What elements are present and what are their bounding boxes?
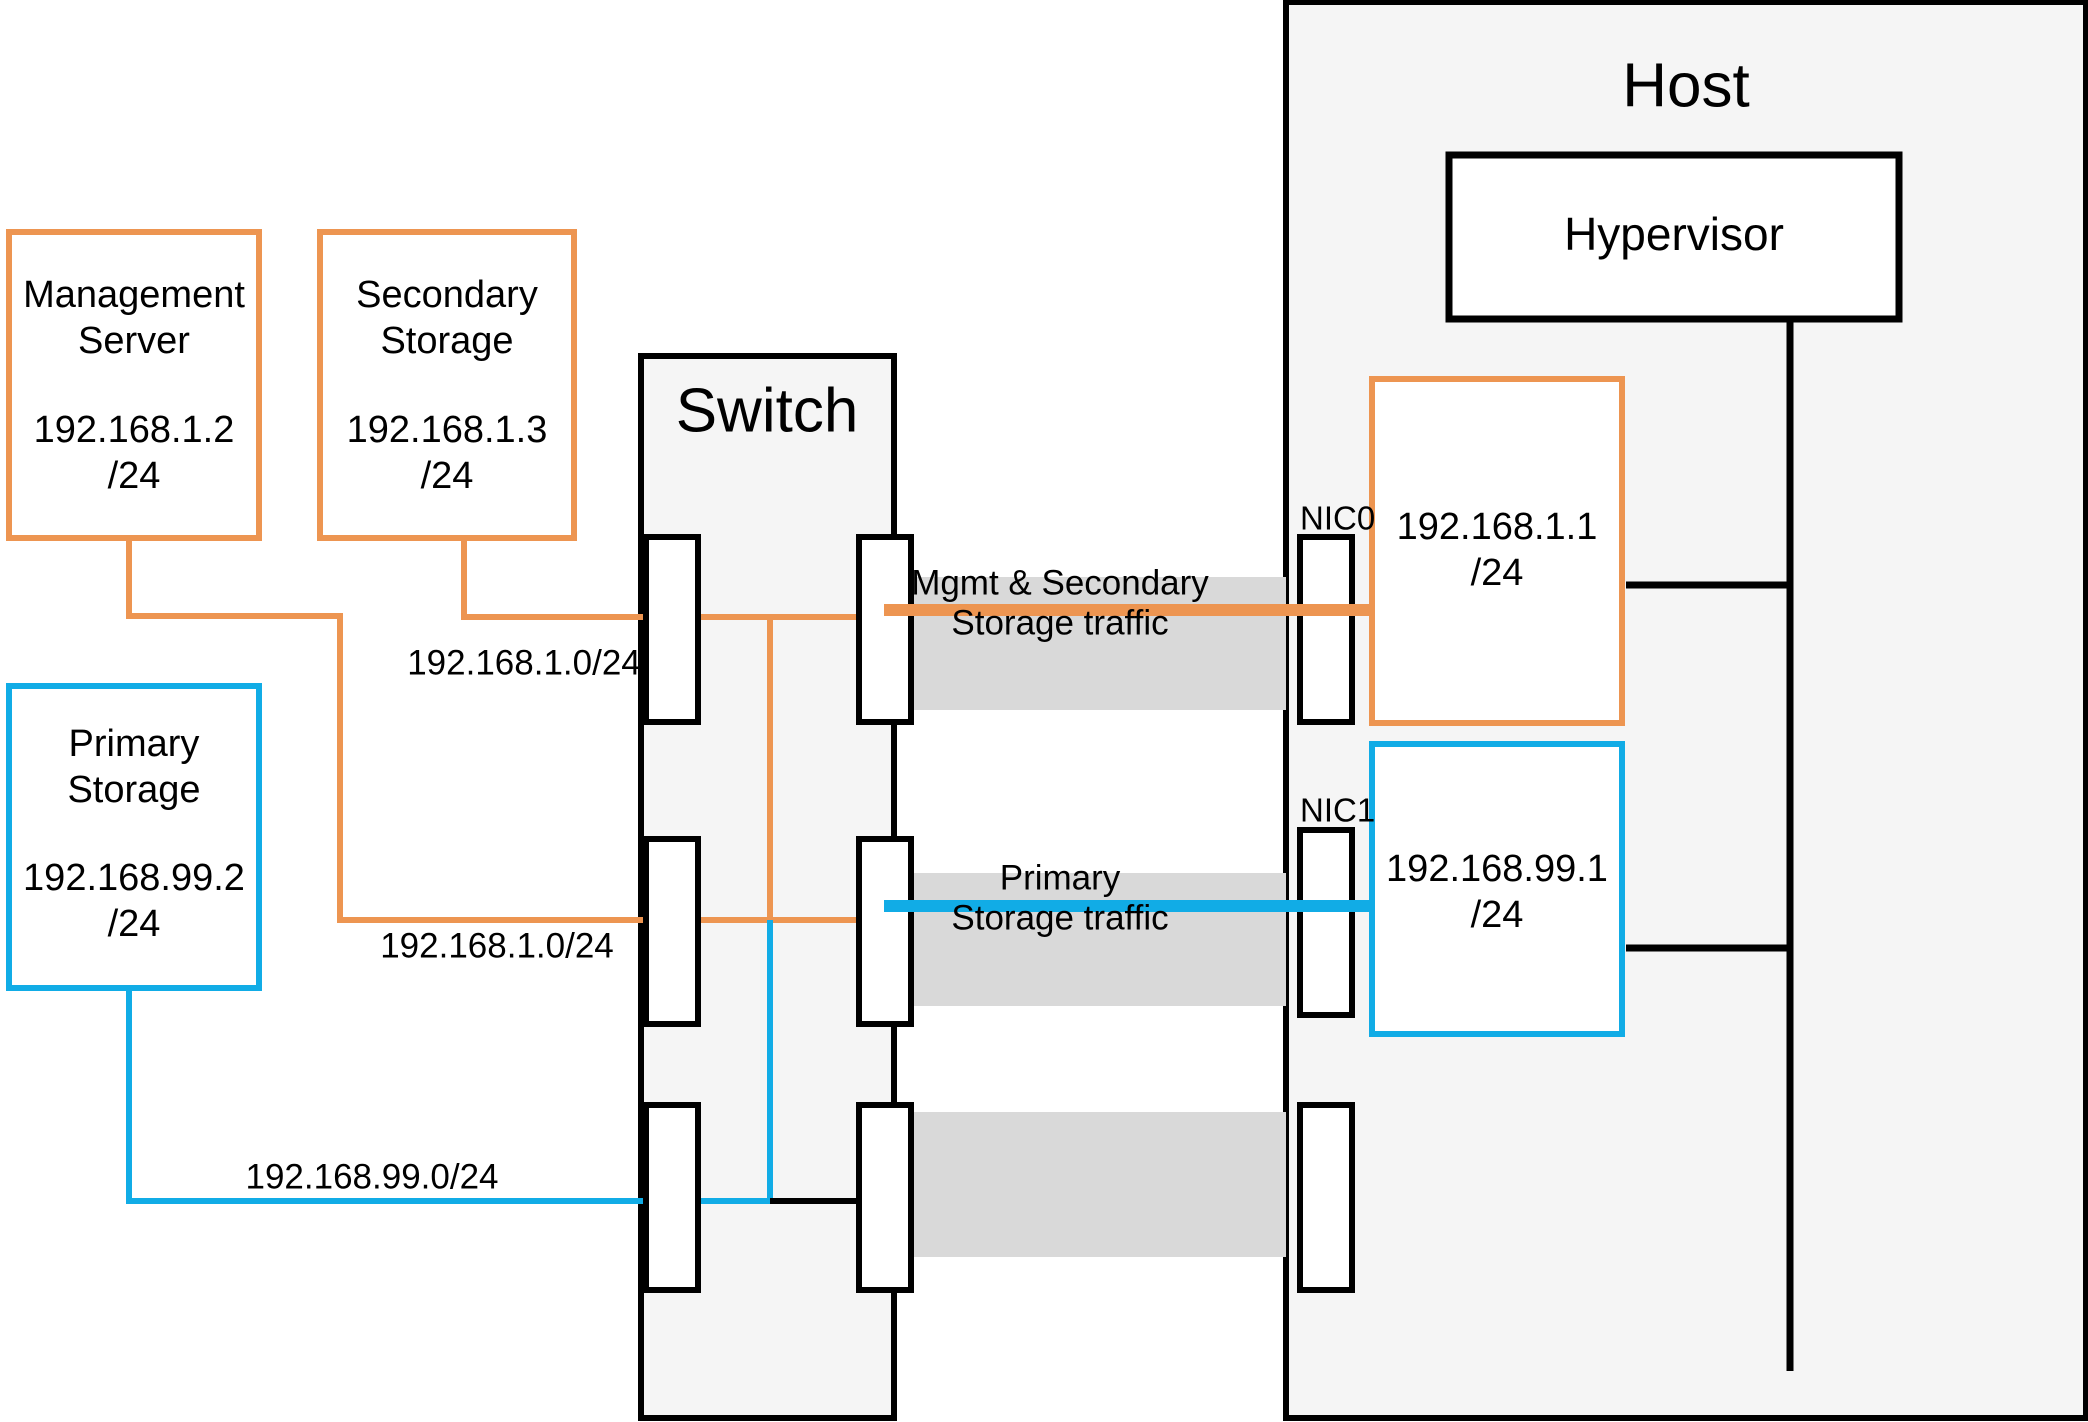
- management-server-box[interactable]: [6, 229, 262, 541]
- traffic-label-primary-line2: Storage traffic: [951, 898, 1168, 937]
- nic0-ip-line1: 192.168.1.1: [1397, 506, 1598, 548]
- switch-title: Switch: [676, 376, 859, 445]
- traffic-label-primary-line1: Primary: [1000, 858, 1121, 897]
- host-nic-port-2[interactable]: [1297, 1102, 1355, 1293]
- secondary-storage-ip-line1: 192.168.1.3: [347, 409, 548, 451]
- traffic-band-mgmt: [894, 577, 1286, 710]
- subnet-label-3: 192.168.99.0/24: [245, 1157, 498, 1196]
- switch-port-left-3[interactable]: [643, 1102, 701, 1293]
- switch-port-right-1[interactable]: [856, 534, 914, 725]
- primary-storage-ip-line1: 192.168.99.2: [23, 857, 245, 899]
- nic0-ip-line2: /24: [1471, 552, 1524, 594]
- host-nic-port-1[interactable]: [1297, 827, 1355, 1018]
- hypervisor-box[interactable]: [1445, 151, 1903, 323]
- switch-port-right-3[interactable]: [856, 1102, 914, 1293]
- traffic-label-mgmt-line1: Mgmt & Secondary: [911, 563, 1209, 602]
- management-server-ip-line1: 192.168.1.2: [34, 409, 235, 451]
- primary-storage-label-line1: Primary: [69, 723, 200, 765]
- management-server-label-line1: Management: [23, 274, 245, 316]
- secondary-storage-box[interactable]: [317, 229, 577, 541]
- primary-storage-label-line2: Storage: [67, 769, 200, 811]
- secondary-storage-label-line1: Secondary: [356, 274, 538, 316]
- nic1-ip-line2: /24: [1471, 894, 1524, 936]
- nic0-ip-box[interactable]: [1369, 376, 1625, 726]
- cable-primary-storage: [126, 988, 651, 1204]
- subnet-label-1: 192.168.1.0/24: [407, 643, 641, 682]
- host-nic-port-0[interactable]: [1297, 534, 1355, 725]
- nic1-ip-box[interactable]: [1369, 741, 1625, 1037]
- management-server-ip-line2: /24: [108, 455, 161, 497]
- switch-port-left-1[interactable]: [643, 534, 701, 725]
- cable-management-server: [126, 538, 651, 923]
- primary-storage-box[interactable]: [6, 683, 262, 991]
- nic0-label: NIC0: [1300, 500, 1375, 537]
- switch-port-right-2[interactable]: [856, 836, 914, 1027]
- secondary-storage-label-line2: Storage: [380, 320, 513, 362]
- traffic-band-primary: [894, 873, 1286, 1006]
- nic1-ip-line1: 192.168.99.1: [1386, 848, 1608, 890]
- host-title: Host: [1622, 51, 1749, 120]
- secondary-storage-ip-line2: /24: [421, 455, 474, 497]
- traffic-label-mgmt-line2: Storage traffic: [951, 603, 1168, 642]
- switch-port-left-2[interactable]: [643, 836, 701, 1027]
- hypervisor-title: Hypervisor: [1564, 208, 1784, 260]
- subnet-label-2: 192.168.1.0/24: [380, 926, 614, 965]
- cable-secondary-storage: [461, 538, 651, 620]
- management-server-label-line2: Server: [78, 320, 190, 362]
- traffic-band-third: [894, 1112, 1286, 1257]
- primary-storage-ip-line2: /24: [108, 903, 161, 945]
- nic1-label: NIC1: [1300, 792, 1375, 829]
